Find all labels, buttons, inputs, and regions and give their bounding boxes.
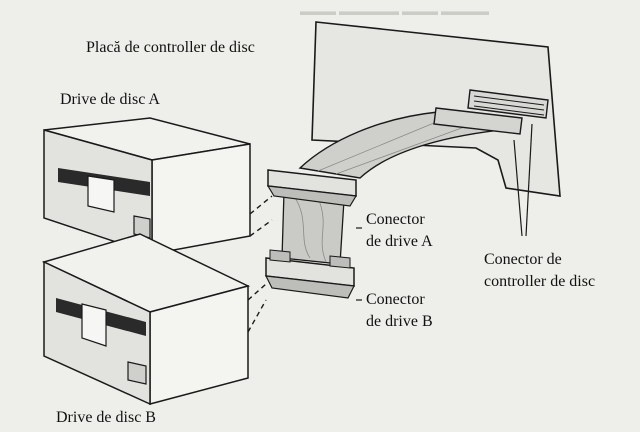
controller-connector-pins	[473, 95, 545, 116]
attachment-lines	[247, 195, 273, 333]
controller-connector-label-line1: Conector de	[484, 251, 562, 268]
drive-b-label: Drive de disc B	[56, 409, 156, 426]
connector-a-label-line1: Conector	[366, 211, 425, 228]
ribbon-cable-icon	[281, 107, 523, 265]
drive-b-connector-icon	[264, 249, 355, 299]
bleed-through-text: ▬▬▬ ▬▬▬▬▬ ▬▬▬ ▬▬▬▬	[300, 4, 489, 18]
controller-connector-label-line2: controller de disc	[484, 273, 596, 290]
connector-b-label-line2: de drive B	[366, 313, 433, 330]
controller-board-label: Placă de controller de disc	[86, 39, 255, 56]
connector-b-label-line1: Conector	[366, 291, 425, 308]
floppy-drive-icon	[41, 233, 251, 406]
leader-lines	[356, 123, 533, 301]
drive-a-label: Drive de disc A	[60, 91, 160, 108]
drive-a-connector-icon	[266, 169, 357, 207]
connector-a-label-line2: de drive A	[366, 233, 433, 250]
floppy-drive-icon	[43, 117, 251, 256]
